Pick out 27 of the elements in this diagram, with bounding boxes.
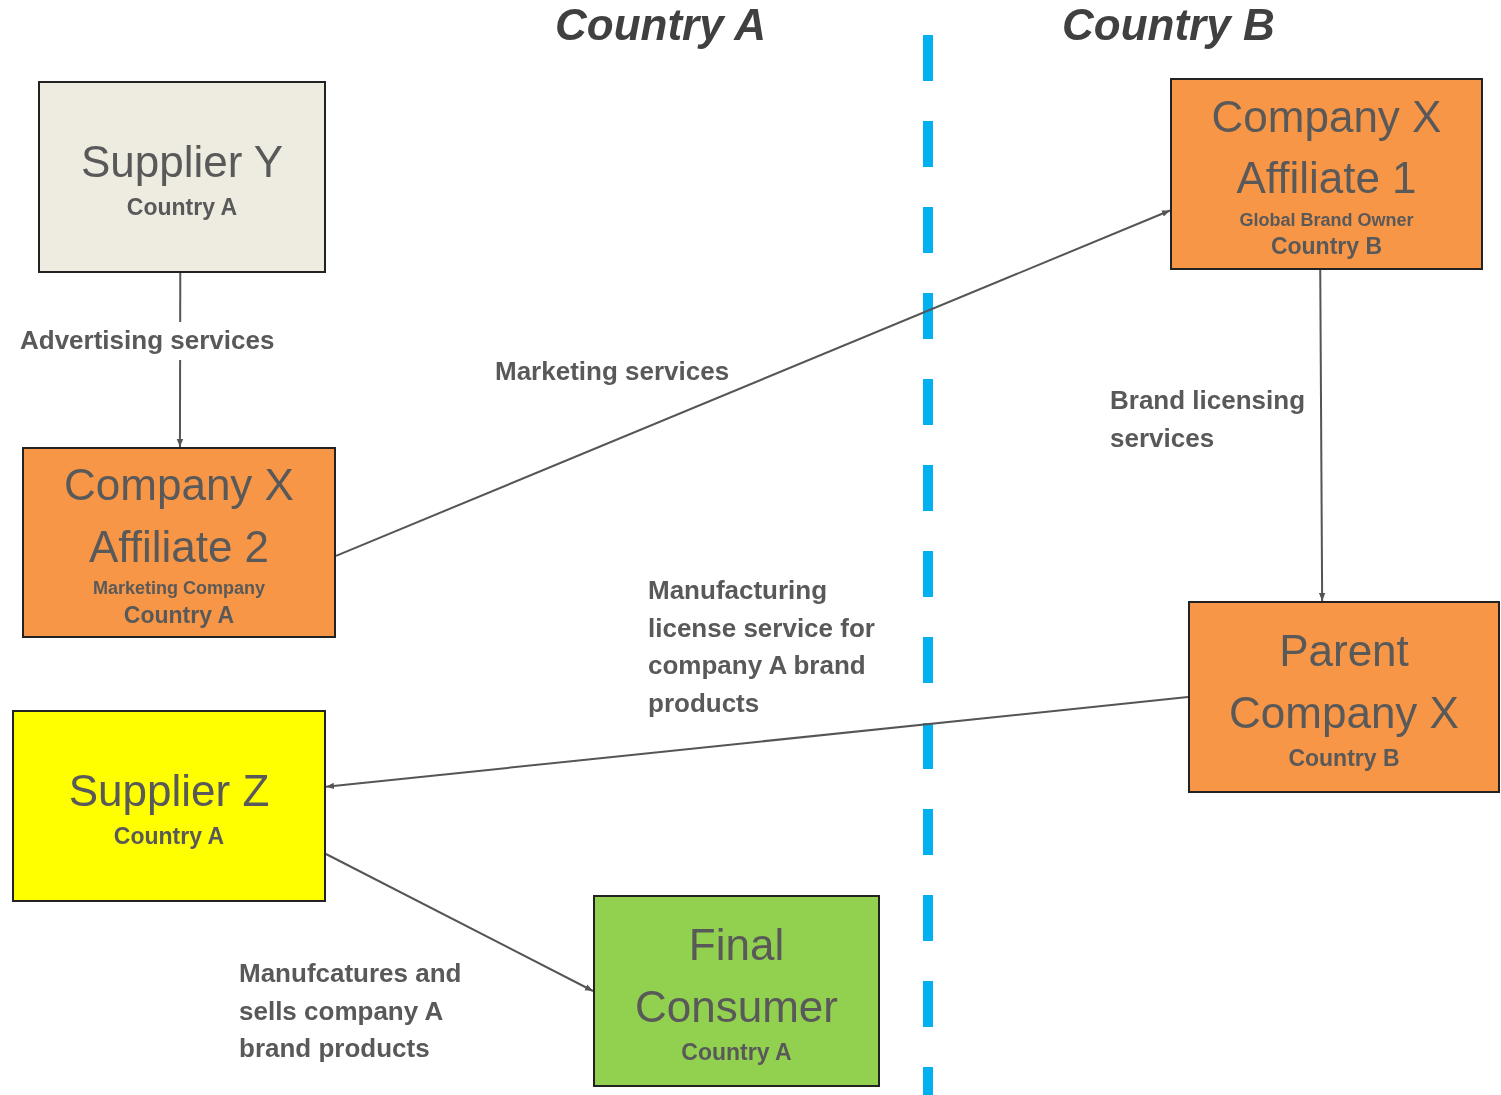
region-heading: Country A (555, 0, 767, 50)
entity-name: Supplier Y (80, 136, 284, 189)
region-heading: Country B (1062, 0, 1275, 50)
arrow (325, 853, 594, 992)
arrow (325, 696, 1189, 790)
entity-box (38, 81, 326, 273)
country-label: Country B (1270, 232, 1383, 262)
entity-box (1188, 601, 1500, 793)
entity-name: Parent Company X (1228, 625, 1460, 740)
country-label: Country A (123, 600, 235, 630)
entity-name: Final Consumer (634, 919, 839, 1034)
arrow (1318, 269, 1326, 602)
entity-box (593, 895, 880, 1087)
arrow (335, 209, 1171, 557)
entity-box (22, 447, 336, 638)
entity-box (1170, 78, 1483, 270)
entity-name: Company X Affiliate 2 (63, 459, 295, 573)
entity-box (12, 710, 326, 902)
country-label: Country A (681, 1037, 792, 1067)
entity-name: Supplier Z (68, 765, 270, 818)
entity-name: Company X Affiliate 1 (1210, 90, 1443, 205)
role-label: Marketing Company (93, 577, 265, 601)
edge-label: Advertising services (20, 322, 275, 360)
role-label: Global Brand Owner (1239, 208, 1414, 232)
country-label: Country A (126, 192, 238, 222)
country-label: Country B (1288, 743, 1400, 773)
country-label: Country A (113, 821, 225, 851)
